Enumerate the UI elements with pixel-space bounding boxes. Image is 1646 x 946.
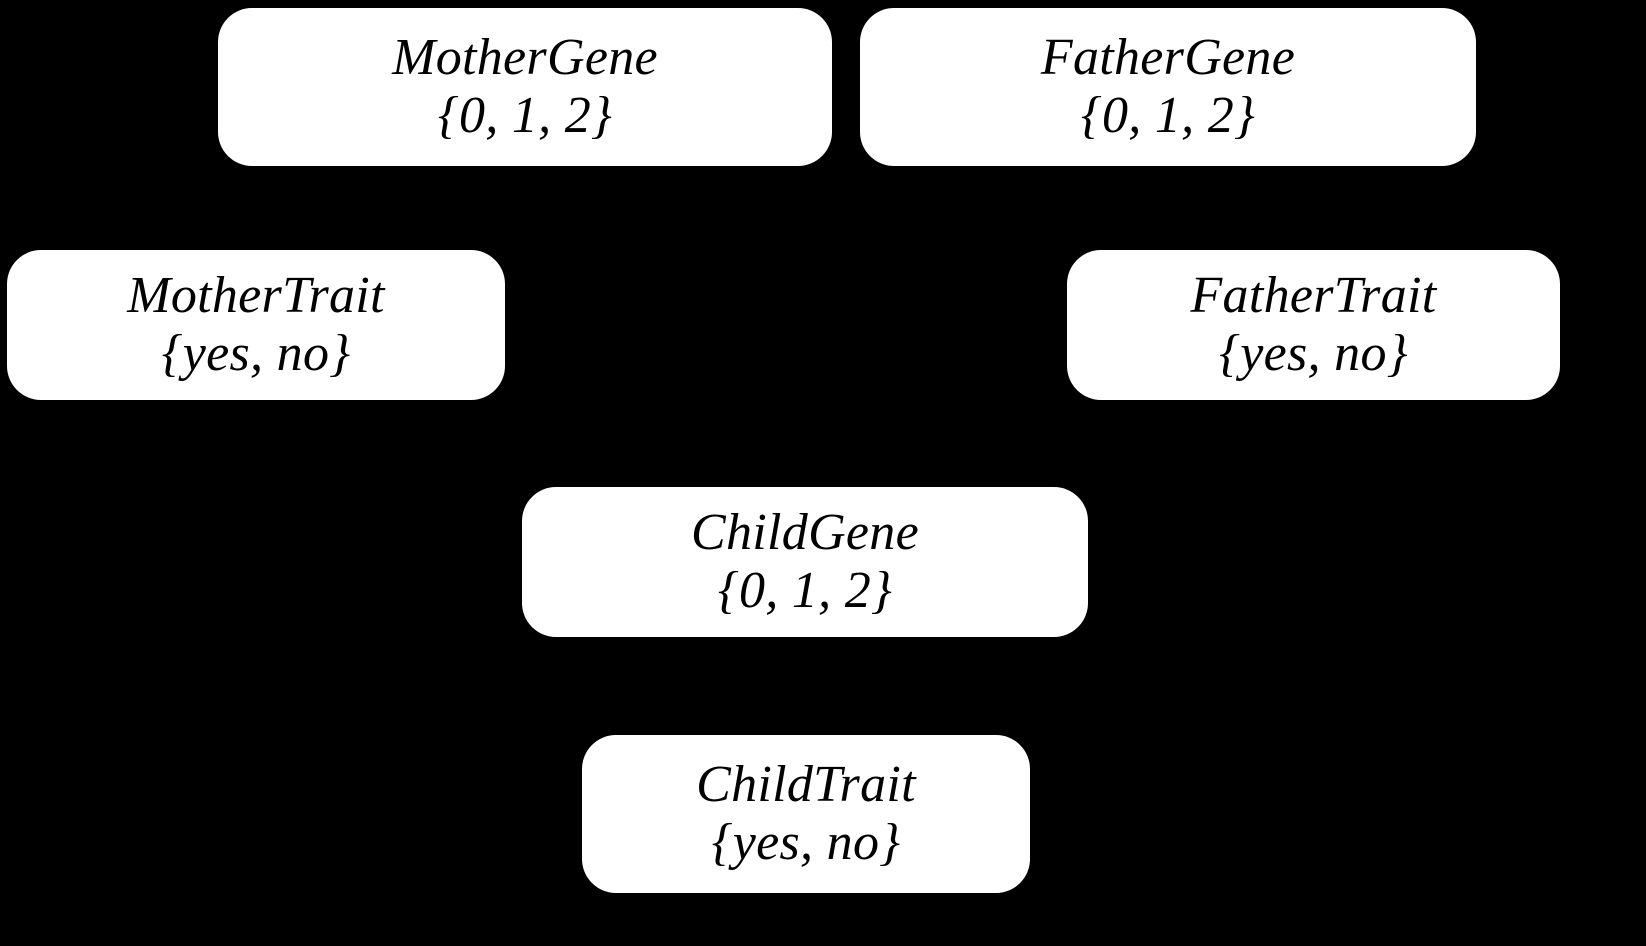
node-father-gene-label: FatherGene [1040,28,1296,86]
node-mother-trait-label: MotherTrait [127,266,385,324]
node-child-trait[interactable]: ChildTrait {yes, no} [582,735,1030,893]
node-mother-trait-domain: {yes, no} [161,325,351,382]
node-mother-gene[interactable]: MotherGene {0, 1, 2} [218,8,832,166]
node-child-gene-domain: {0, 1, 2} [717,562,893,619]
node-mother-trait[interactable]: MotherTrait {yes, no} [7,250,505,400]
node-child-trait-label: ChildTrait [696,755,916,813]
node-child-gene-label: ChildGene [691,503,919,561]
node-father-trait-label: FatherTrait [1190,266,1437,324]
node-father-trait-domain: {yes, no} [1219,325,1408,382]
node-father-gene-domain: {0, 1, 2} [1080,87,1256,144]
node-child-gene[interactable]: ChildGene {0, 1, 2} [522,487,1088,637]
node-father-gene[interactable]: FatherGene {0, 1, 2} [860,8,1476,166]
node-father-trait[interactable]: FatherTrait {yes, no} [1067,250,1560,400]
node-child-trait-domain: {yes, no} [711,814,901,871]
node-mother-gene-domain: {0, 1, 2} [437,87,613,144]
node-mother-gene-label: MotherGene [392,28,658,86]
